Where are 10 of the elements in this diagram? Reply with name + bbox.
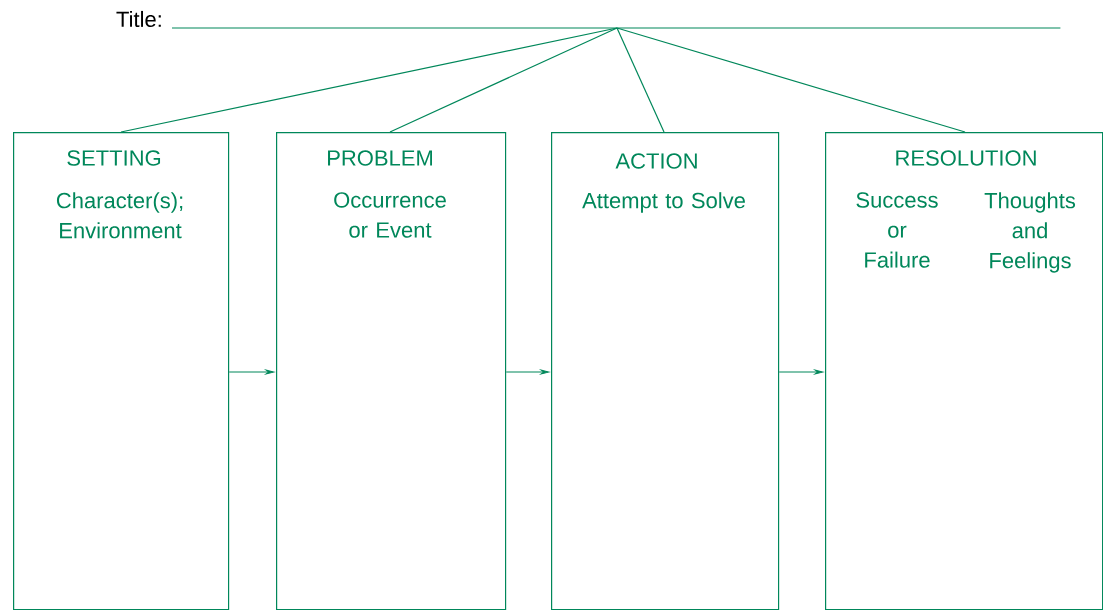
title-label: Title:	[116, 10, 161, 28]
column-box: SETTING Character(s); Environment	[13, 132, 230, 610]
connector-line	[389, 27, 618, 133]
column-box: PROBLEM Occurrence or Event	[276, 132, 507, 610]
fill-in-line	[171, 27, 1061, 29]
connector-line	[616, 27, 966, 133]
column-box: RESOLUTION Success or Failure Thoughts and Feelings	[825, 132, 1103, 610]
connector-line	[616, 27, 665, 133]
connector-line	[120, 27, 618, 133]
column-box: ACTION Attempt to Solve	[551, 132, 780, 610]
